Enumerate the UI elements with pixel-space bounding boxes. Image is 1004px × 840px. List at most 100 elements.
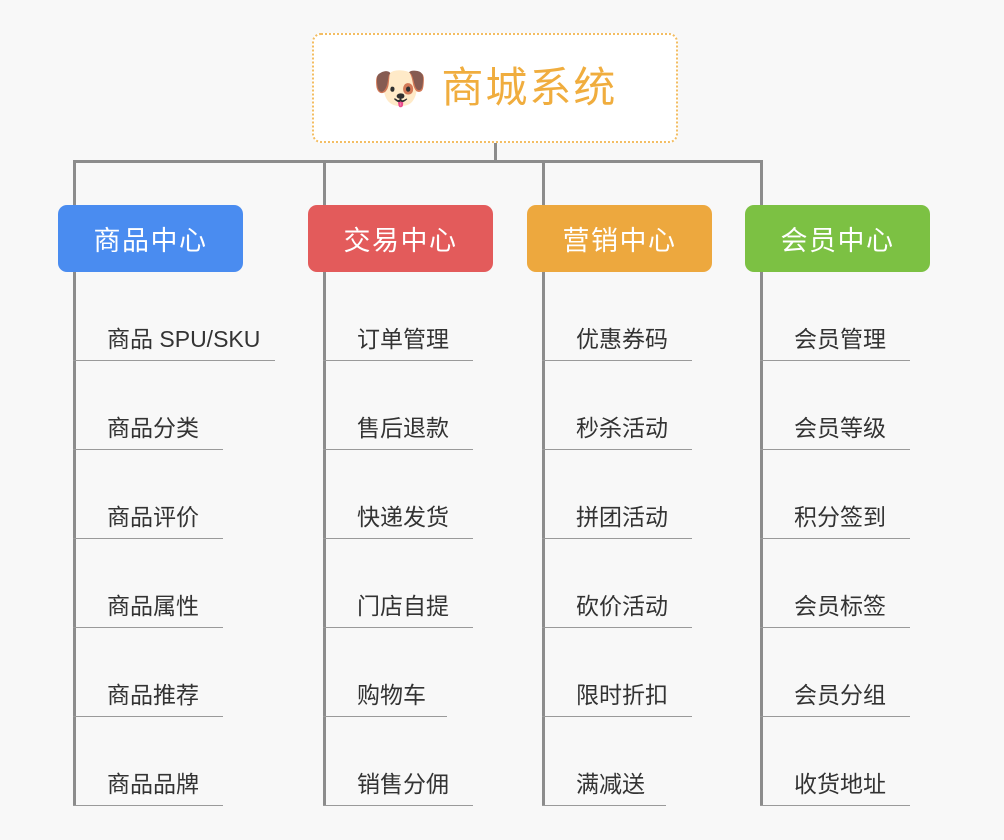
leaf-item-underline [73,805,223,806]
leaf-item-label: 订单管理 [357,326,449,352]
category-label: 会员中心 [780,226,895,256]
leaf-item-label: 商品属性 [107,593,199,619]
connector-drop-member-center [760,160,763,205]
connector-drop-marketing-center [542,160,545,205]
column-spine [73,272,76,806]
leaf-list-member-center: 会员管理会员等级积分签到会员标签会员分组收货地址 [745,272,930,806]
leaf-item[interactable]: 商品属性 [58,539,243,628]
leaf-item-label: 商品 SPU/SKU [107,326,261,352]
leaf-item-underline [323,449,473,450]
leaf-list-marketing-center: 优惠券码秒杀活动拼团活动砍价活动限时折扣满减送 [527,272,712,806]
leaf-item[interactable]: 会员管理 [745,272,930,361]
root-title: 商城系统 [441,64,618,111]
leaf-item-label: 会员管理 [794,326,886,352]
leaf-item-label: 商品推荐 [107,682,199,708]
leaf-item-label: 销售分佣 [357,771,449,797]
leaf-item[interactable]: 会员分组 [745,628,930,717]
leaf-item-underline [542,805,666,806]
category-header-trade-center[interactable]: 交易中心 [308,205,493,272]
column-spine [760,272,763,806]
category-column-trade-center: 交易中心订单管理售后退款快递发货门店自提购物车销售分佣 [308,205,493,806]
leaf-item[interactable]: 商品 SPU/SKU [58,272,275,361]
leaf-item[interactable]: 商品品牌 [58,717,243,806]
category-header-product-center[interactable]: 商品中心 [58,205,243,272]
leaf-item-underline [760,805,910,806]
leaf-item[interactable]: 门店自提 [308,539,493,628]
category-header-member-center[interactable]: 会员中心 [745,205,930,272]
leaf-item-label: 拼团活动 [576,504,668,530]
leaf-item-underline [760,449,910,450]
leaf-item[interactable]: 购物车 [308,628,493,717]
leaf-item-underline [542,360,692,361]
leaf-item[interactable]: 拼团活动 [527,450,712,539]
column-spine [542,272,545,806]
leaf-item[interactable]: 快递发货 [308,450,493,539]
leaf-item-label: 商品分类 [107,415,199,441]
leaf-item-label: 快递发货 [357,504,449,530]
leaf-item-underline [73,538,223,539]
leaf-item-underline [542,627,692,628]
leaf-item-label: 秒杀活动 [576,415,668,441]
leaf-item-underline [760,627,910,628]
leaf-item[interactable]: 秒杀活动 [527,361,712,450]
leaf-item-underline [323,805,473,806]
leaf-item[interactable]: 会员等级 [745,361,930,450]
leaf-item-label: 限时折扣 [576,682,668,708]
leaf-item[interactable]: 会员标签 [745,539,930,628]
leaf-list-trade-center: 订单管理售后退款快递发货门店自提购物车销售分佣 [308,272,493,806]
leaf-item-label: 砍价活动 [576,593,668,619]
leaf-item-underline [323,538,473,539]
leaf-item-label: 门店自提 [357,593,449,619]
leaf-item-underline [323,716,447,717]
leaf-item-underline [542,716,692,717]
leaf-item[interactable]: 优惠券码 [527,272,712,361]
leaf-item-label: 会员标签 [794,593,886,619]
category-column-marketing-center: 营销中心优惠券码秒杀活动拼团活动砍价活动限时折扣满减送 [527,205,712,806]
shiba-dog-icon: 🐶 [372,64,428,113]
leaf-item-underline [760,538,910,539]
root-node[interactable]: 🐶 商城系统 [312,33,678,143]
leaf-item-label: 积分签到 [794,504,886,530]
leaf-item[interactable]: 收货地址 [745,717,930,806]
leaf-item-label: 购物车 [357,682,426,708]
category-label: 营销中心 [562,226,677,256]
leaf-item-label: 收货地址 [794,771,886,797]
connector-root-stem [493,143,497,163]
leaf-item-label: 商品评价 [107,504,199,530]
leaf-item[interactable]: 售后退款 [308,361,493,450]
connector-drop-product-center [73,160,76,205]
leaf-item-underline [73,449,223,450]
leaf-item-label: 满减送 [576,771,645,797]
leaf-item[interactable]: 积分签到 [745,450,930,539]
category-column-product-center: 商品中心商品 SPU/SKU 商品分类商品评价商品属性商品推荐商品品牌 [58,205,275,806]
leaf-item-label: 会员等级 [794,415,886,441]
leaf-item-underline [542,449,692,450]
category-label: 交易中心 [343,226,458,256]
leaf-item-underline [542,538,692,539]
leaf-item-underline [73,627,223,628]
leaf-item-underline [323,360,473,361]
category-label: 商品中心 [93,226,208,256]
leaf-item[interactable]: 满减送 [527,717,712,806]
connector-bus [73,160,763,163]
leaf-item-underline [73,360,275,361]
leaf-item-label: 优惠券码 [576,326,668,352]
leaf-item-underline [760,716,910,717]
leaf-item-label: 会员分组 [794,682,886,708]
leaf-item[interactable]: 商品推荐 [58,628,243,717]
connector-drop-trade-center [323,160,326,205]
category-header-marketing-center[interactable]: 营销中心 [527,205,712,272]
leaf-item[interactable]: 限时折扣 [527,628,712,717]
leaf-item[interactable]: 订单管理 [308,272,493,361]
leaf-list-product-center: 商品 SPU/SKU 商品分类商品评价商品属性商品推荐商品品牌 [58,272,275,806]
leaf-item[interactable]: 砍价活动 [527,539,712,628]
leaf-item[interactable]: 销售分佣 [308,717,493,806]
category-column-member-center: 会员中心会员管理会员等级积分签到会员标签会员分组收货地址 [745,205,930,806]
leaf-item[interactable]: 商品评价 [58,450,243,539]
leaf-item-underline [73,716,223,717]
leaf-item[interactable]: 商品分类 [58,361,243,450]
leaf-item-underline [760,360,910,361]
leaf-item-underline [323,627,473,628]
leaf-item-label: 商品品牌 [107,771,199,797]
